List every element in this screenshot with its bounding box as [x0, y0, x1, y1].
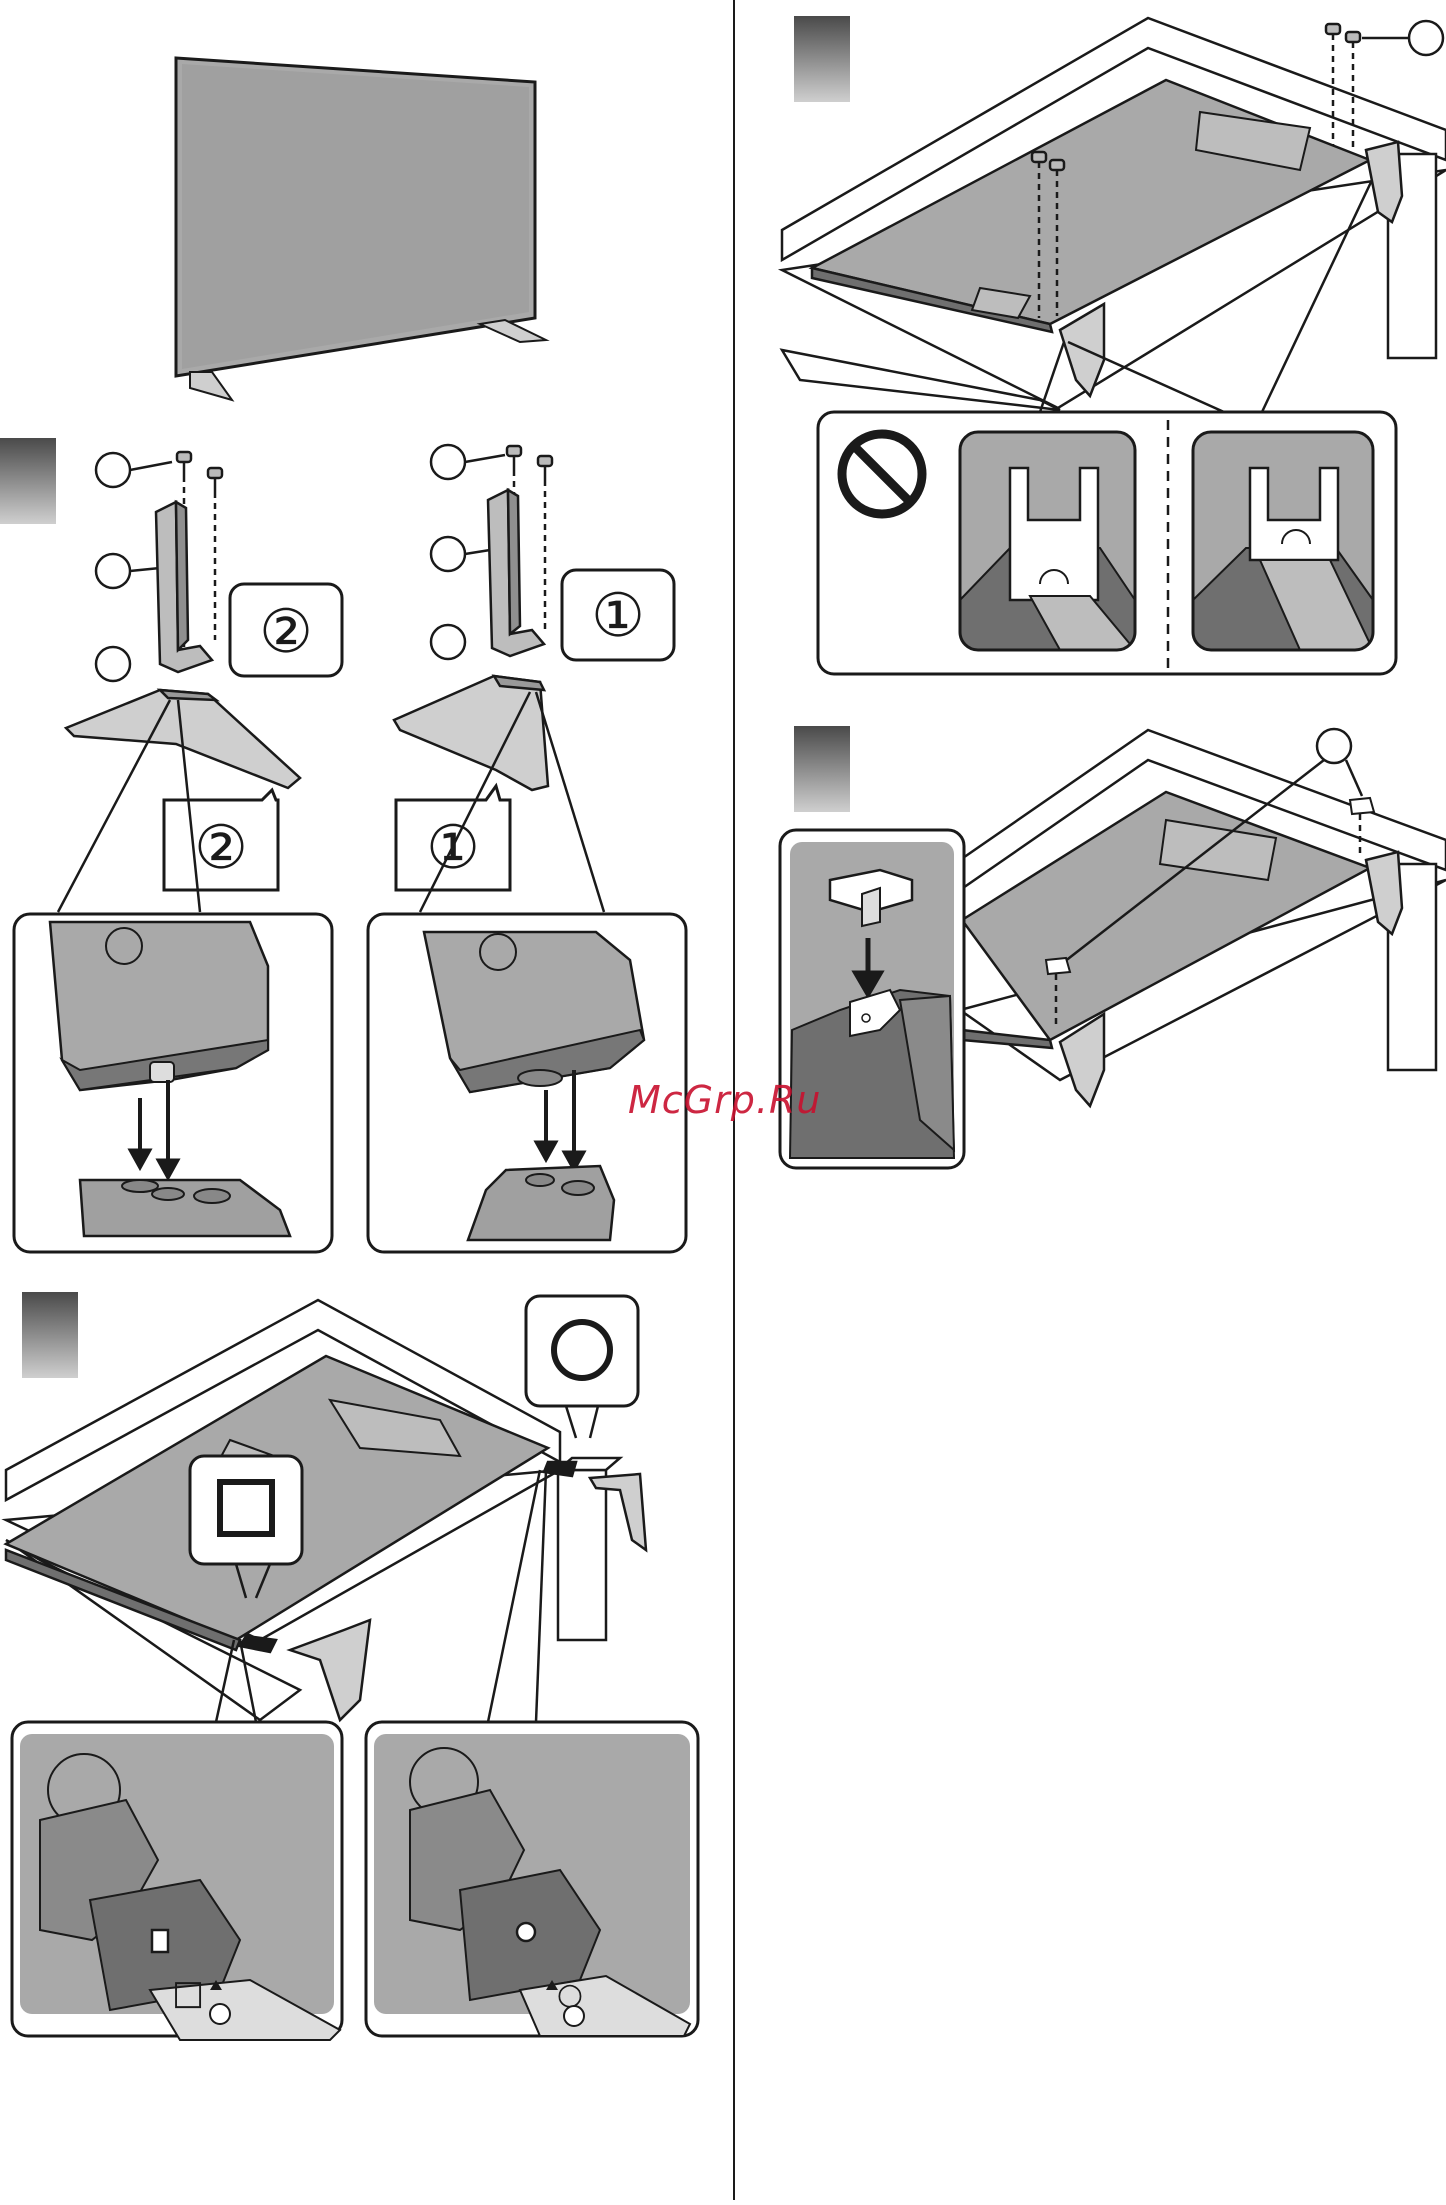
callout-number: ① [591, 581, 645, 651]
tv-front-illustration [176, 58, 546, 400]
watermark: McGrp.Ru [628, 1078, 821, 1122]
detail-box-left [14, 914, 332, 1252]
step-badge-4 [794, 16, 850, 102]
prohibition-comparison [818, 412, 1396, 674]
detail-box-circle-mark: ○ [366, 1722, 698, 2036]
callout-number: ② [194, 813, 248, 883]
left-stand-assembly: ② ② [58, 452, 342, 912]
right-stand-assembly: ① ① [394, 445, 674, 912]
prohibited-icon [842, 434, 922, 514]
step4-tv-screws [782, 18, 1446, 412]
step-badge-3 [22, 1292, 78, 1378]
step3-tv-on-table [6, 1296, 646, 1722]
step5-covers [960, 729, 1446, 1106]
step-badge-2 [0, 438, 56, 524]
square-mark: □ [172, 1973, 204, 2013]
detail-box-square-mark: □ [12, 1722, 342, 2040]
callout-number: ② [259, 597, 313, 667]
step-badge-5 [794, 726, 850, 812]
